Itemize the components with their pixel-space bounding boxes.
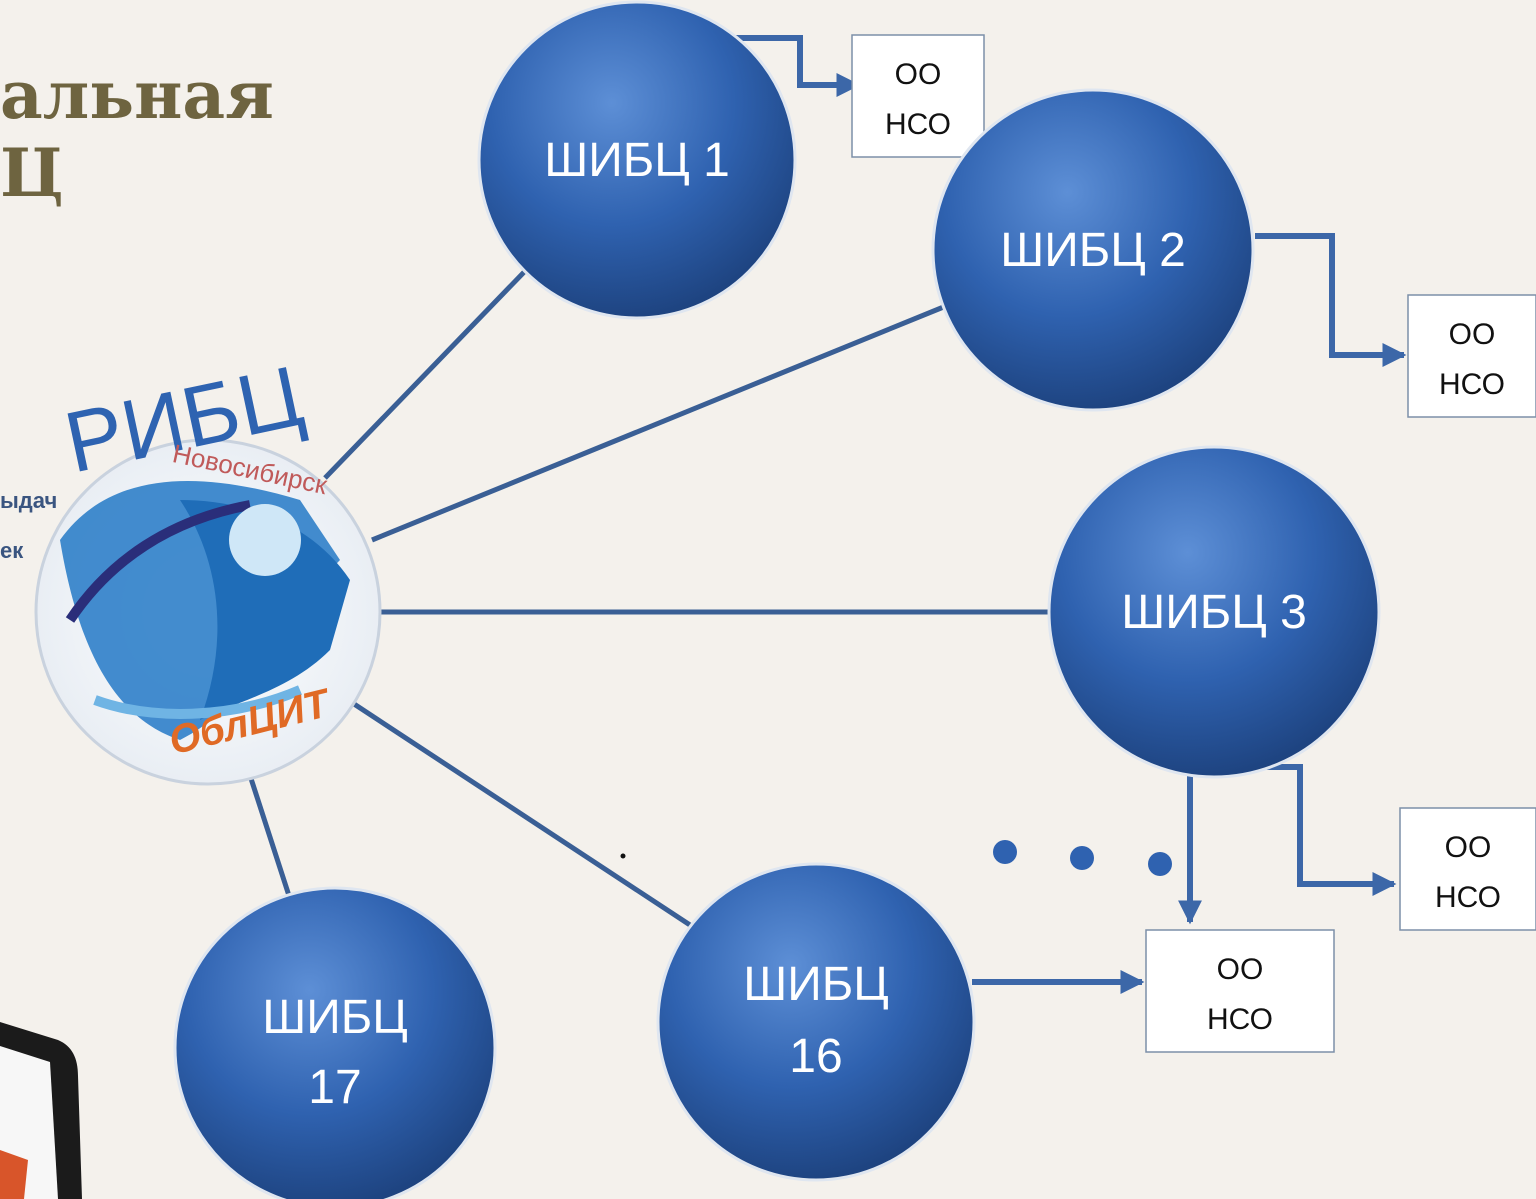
node-shibc16: ШИБЦ 16	[656, 862, 976, 1182]
box-3: ОО НСО	[1399, 807, 1536, 931]
node-shibc3-label: ШИБЦ 3	[1121, 586, 1307, 639]
arrow-shibc1-box1	[735, 35, 861, 97]
box-3-line-2: НСО	[1435, 881, 1501, 914]
arrow-shibc3-box3	[1240, 764, 1397, 896]
node-shibc1-label: ШИБЦ 1	[544, 134, 730, 187]
hub-connectors	[242, 266, 1050, 928]
node-shibc17-line-1: ШИБЦ	[262, 991, 408, 1044]
node-shibc1: ШИБЦ 1	[477, 0, 797, 320]
box-1-line-2: НСО	[885, 108, 951, 141]
box-1-line-1: ОО	[895, 58, 942, 91]
ellipsis-dot-small	[620, 853, 626, 859]
title-line-2: Ц	[0, 134, 64, 212]
side-text-line-1: ыдач	[0, 488, 58, 513]
title-line-1: альная	[0, 56, 274, 134]
node-shibc16-line-1: ШИБЦ	[743, 958, 889, 1011]
node-shibc17: ШИБЦ 17	[173, 886, 497, 1199]
box-4: ОО НСО	[1145, 929, 1335, 1053]
connector-shibc17	[242, 759, 295, 906]
arrow-shibc2-box2	[1255, 233, 1407, 367]
node-shibc16-line-2: 16	[789, 1030, 842, 1083]
connector-shibc2	[371, 303, 947, 543]
box-4-line-2: НСО	[1207, 1003, 1273, 1036]
box-4-line-1: ОО	[1217, 953, 1264, 986]
connector-shibc16	[346, 697, 692, 928]
node-shibc3: ШИБЦ 3	[1047, 445, 1381, 779]
node-shibc2: ШИБЦ 2	[931, 88, 1255, 412]
logo-highlight	[229, 504, 301, 576]
connector-shibc1	[323, 266, 530, 480]
hub-logo: РИБЦ Новосибирск ОблЦИТ	[34, 348, 382, 786]
ellipsis-dot	[1070, 846, 1094, 870]
ellipsis-dot	[993, 840, 1017, 864]
box-2-line-2: НСО	[1439, 368, 1505, 401]
ellipsis-dots	[620, 840, 1172, 876]
side-text-line-2: ек	[0, 538, 24, 563]
box-3-line-1: ОО	[1445, 831, 1492, 864]
ellipsis-dot	[1148, 852, 1172, 876]
node-shibc17-line-2: 17	[308, 1061, 361, 1114]
box-2-line-1: ОО	[1449, 318, 1496, 351]
device-fragment	[0, 1022, 82, 1199]
box-1: ОО НСО	[851, 34, 985, 158]
node-shibc2-label: ШИБЦ 2	[1000, 224, 1186, 277]
box-2: ОО НСО	[1407, 294, 1536, 418]
